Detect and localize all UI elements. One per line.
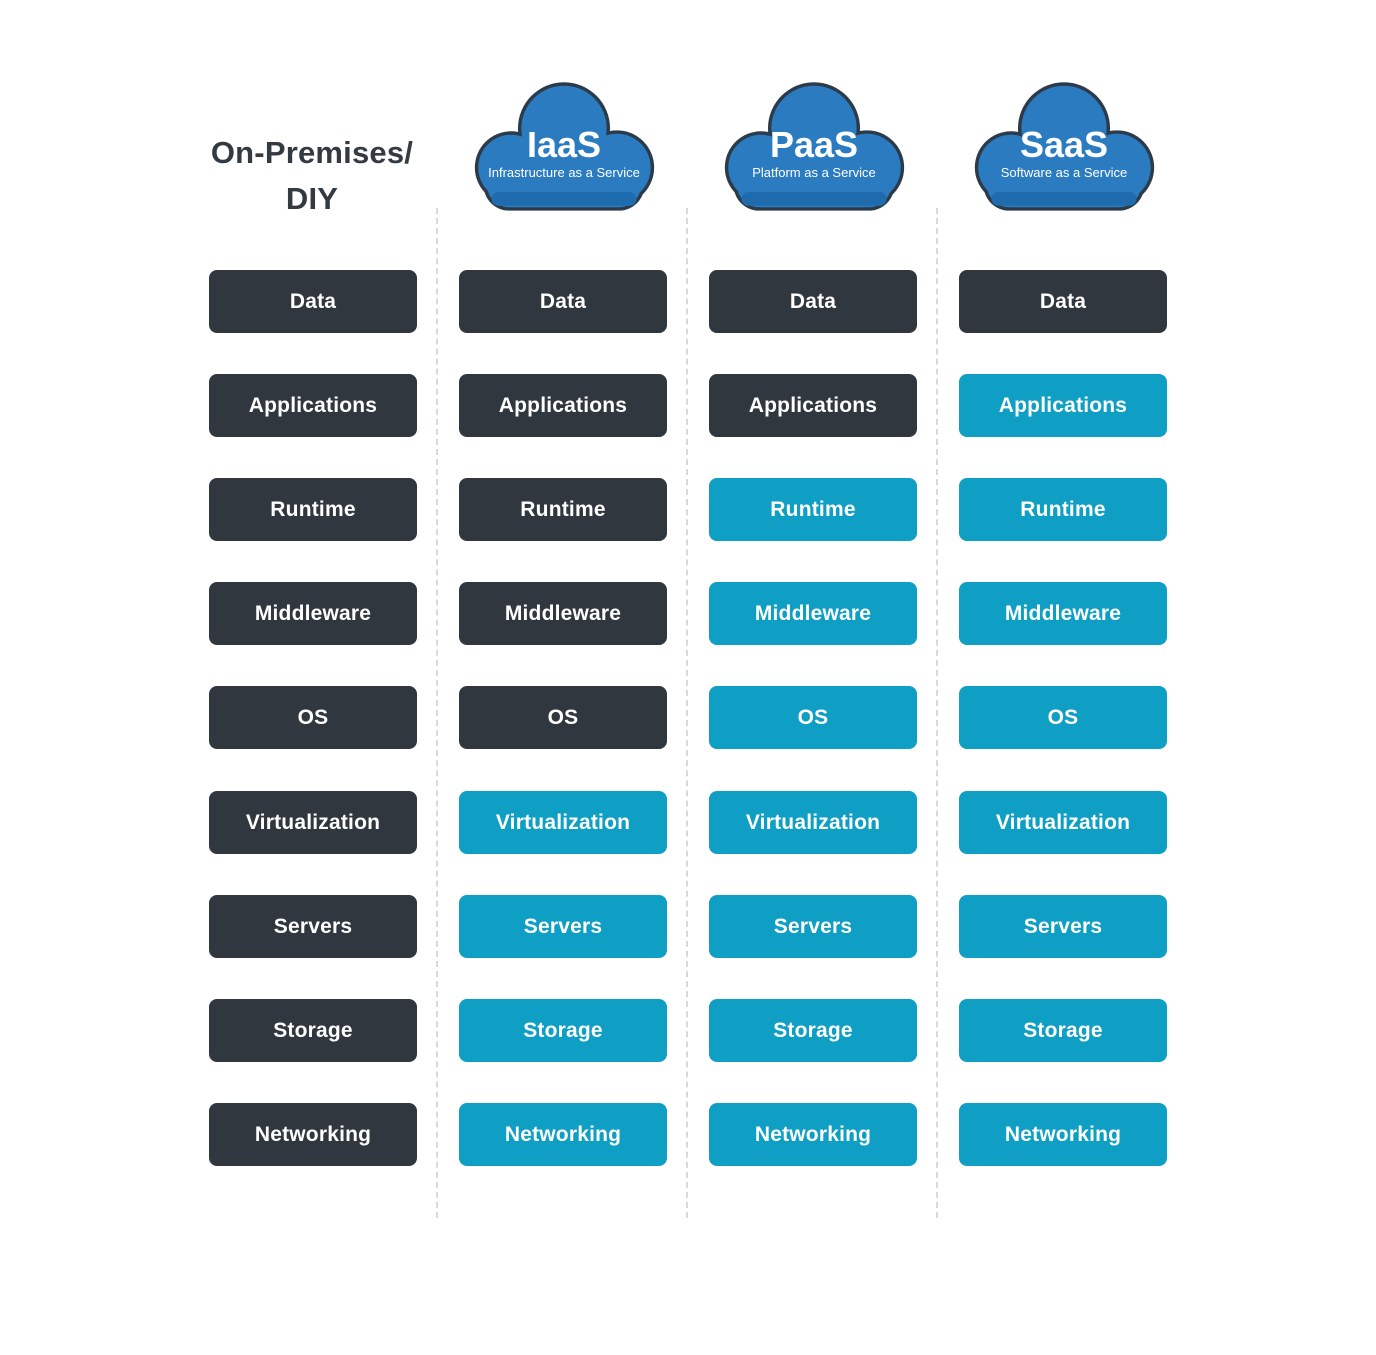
layer-box-onprem-applications: Applications <box>209 374 417 437</box>
layer-box-onprem-data: Data <box>209 270 417 333</box>
layer-box-saas-virtualization: Virtualization <box>959 791 1167 854</box>
layer-box-paas-os: OS <box>709 686 917 749</box>
layer-box-paas-storage: Storage <box>709 999 917 1062</box>
layer-box-iaas-middleware: Middleware <box>459 582 667 645</box>
layer-box-iaas-runtime: Runtime <box>459 478 667 541</box>
layer-box-iaas-networking: Networking <box>459 1103 667 1166</box>
column-separator <box>436 208 438 1218</box>
column-separator <box>686 208 688 1218</box>
layer-box-iaas-virtualization: Virtualization <box>459 791 667 854</box>
on-premises-title-line1: On-Premises/ <box>210 135 414 170</box>
layer-box-iaas-os: OS <box>459 686 667 749</box>
on-premises-title-line2: DIY <box>285 181 339 216</box>
layer-box-iaas-storage: Storage <box>459 999 667 1062</box>
layer-box-onprem-os: OS <box>209 686 417 749</box>
layer-box-iaas-data: Data <box>459 270 667 333</box>
layer-box-saas-networking: Networking <box>959 1103 1167 1166</box>
layer-box-saas-middleware: Middleware <box>959 582 1167 645</box>
layer-box-onprem-runtime: Runtime <box>209 478 417 541</box>
layer-box-paas-servers: Servers <box>709 895 917 958</box>
layer-box-paas-applications: Applications <box>709 374 917 437</box>
layer-box-onprem-storage: Storage <box>209 999 417 1062</box>
layer-box-saas-runtime: Runtime <box>959 478 1167 541</box>
iaas-cloud-icon: IaaS Infrastructure as a Service <box>466 76 662 216</box>
layer-box-paas-networking: Networking <box>709 1103 917 1166</box>
column-header-on-premises: On-Premises/ DIY <box>186 130 438 222</box>
column-separator <box>936 208 938 1218</box>
layer-box-onprem-middleware: Middleware <box>209 582 417 645</box>
layer-box-saas-applications: Applications <box>959 374 1167 437</box>
layer-box-paas-runtime: Runtime <box>709 478 917 541</box>
layer-box-iaas-applications: Applications <box>459 374 667 437</box>
layer-box-paas-virtualization: Virtualization <box>709 791 917 854</box>
layer-box-onprem-servers: Servers <box>209 895 417 958</box>
layer-box-saas-storage: Storage <box>959 999 1167 1062</box>
layer-box-iaas-servers: Servers <box>459 895 667 958</box>
layer-box-onprem-networking: Networking <box>209 1103 417 1166</box>
layer-box-saas-servers: Servers <box>959 895 1167 958</box>
layer-box-onprem-virtualization: Virtualization <box>209 791 417 854</box>
layer-box-paas-data: Data <box>709 270 917 333</box>
layer-box-saas-os: OS <box>959 686 1167 749</box>
paas-cloud-icon: PaaS Platform as a Service <box>716 76 912 216</box>
layer-box-saas-data: Data <box>959 270 1167 333</box>
saas-cloud-icon: SaaS Software as a Service <box>966 76 1162 216</box>
layer-box-paas-middleware: Middleware <box>709 582 917 645</box>
